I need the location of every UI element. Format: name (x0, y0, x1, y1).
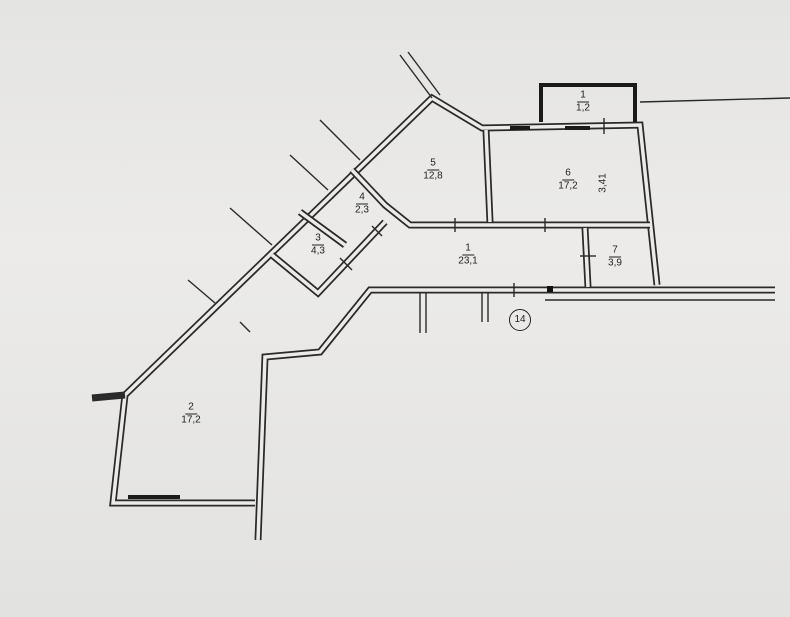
dimension-label: 3,41 (597, 173, 609, 193)
apartment-number-badge: 14 (509, 309, 531, 331)
walls (91, 51, 790, 541)
